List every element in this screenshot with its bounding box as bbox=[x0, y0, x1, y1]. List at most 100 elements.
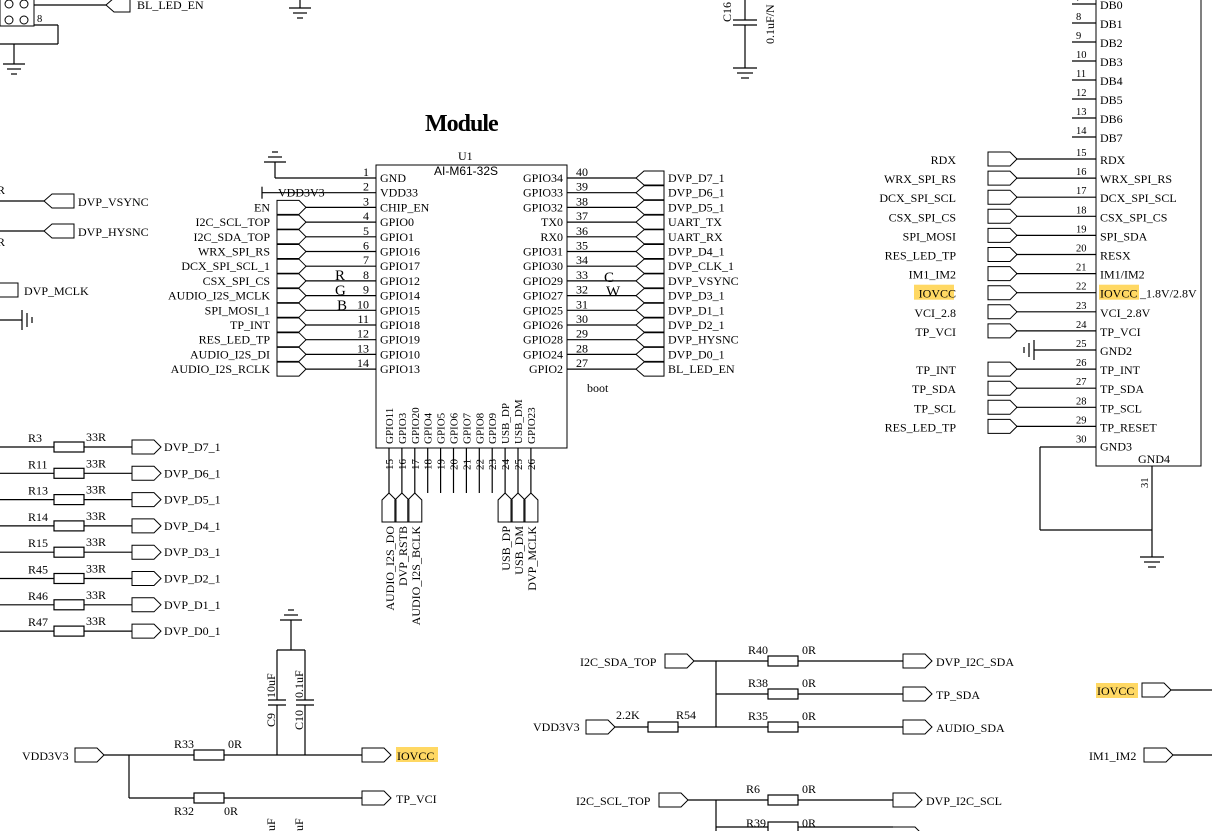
pin-name: GPIO11 bbox=[384, 408, 396, 444]
net-label: TP_SDA bbox=[936, 688, 980, 702]
net-flag bbox=[131, 439, 162, 455]
pin-name: GPIO0 bbox=[380, 215, 414, 229]
resistor-value: R bbox=[0, 235, 5, 249]
net-flag bbox=[276, 332, 307, 348]
net-flag bbox=[131, 544, 162, 560]
resistor bbox=[53, 572, 85, 585]
net-label: WRX_SPI_RS bbox=[198, 245, 270, 259]
lcd-connector: 7DB08DB19DB210DB311DB412DB513DB614DB7 15… bbox=[879, 0, 1202, 568]
pin-number: 38 bbox=[576, 194, 588, 208]
pin-number: 16 bbox=[397, 459, 409, 471]
boot-label: boot bbox=[587, 381, 609, 395]
net-flag bbox=[276, 317, 307, 333]
net-flag bbox=[131, 465, 162, 481]
net-label: DVP_D6_1 bbox=[164, 466, 221, 480]
resistor-value: R bbox=[0, 183, 5, 197]
pin-name: VCI_2.8V bbox=[1100, 306, 1151, 320]
net-flag bbox=[635, 214, 665, 230]
module-part-number: AI-M61-32S bbox=[434, 164, 498, 178]
net-flag bbox=[276, 244, 307, 259]
pin-number: 26 bbox=[1076, 358, 1087, 369]
pin-name: TX0 bbox=[541, 215, 563, 229]
pin-name: GPIO34 bbox=[523, 171, 563, 185]
highlight-mark bbox=[914, 284, 954, 300]
pin-name: GPIO1 bbox=[380, 230, 414, 244]
pin-name: GPIO8 bbox=[474, 412, 486, 444]
net-label: TP_VCI bbox=[396, 792, 437, 806]
net-flag bbox=[635, 170, 665, 186]
pin-number: 27 bbox=[576, 356, 588, 370]
net-label: DVP_D4_1 bbox=[668, 245, 725, 259]
pin-number: 20 bbox=[449, 459, 461, 471]
pin-name: DB7 bbox=[1100, 131, 1123, 145]
cw-c-label: C bbox=[604, 270, 614, 286]
net-label: VDD3V3 bbox=[533, 720, 580, 734]
power-section: VDD3V3 R33 0R IOVCC R32 0R TP_VCI 10uF 0… bbox=[22, 609, 438, 831]
capacitor-value: 10uF bbox=[264, 673, 278, 698]
pin-name: IOVCC bbox=[1100, 287, 1137, 301]
net-flag bbox=[902, 653, 933, 669]
net-label: IOVCC bbox=[919, 287, 956, 301]
net-label: I2C_SCL_TOP bbox=[576, 794, 651, 808]
net-label: SPI_MOSI_1 bbox=[205, 303, 270, 317]
right-bottom-fragment: IOVCC IM1_IM2 bbox=[1089, 682, 1212, 763]
pin-name: GPIO3 bbox=[397, 412, 409, 444]
pin-number: 29 bbox=[576, 327, 588, 341]
net-label: EN bbox=[254, 200, 270, 214]
net-flag bbox=[276, 199, 307, 215]
pin-number: 6 bbox=[363, 239, 369, 253]
resistor-value: 33R bbox=[86, 535, 106, 549]
pin-number: 21 bbox=[461, 459, 473, 470]
pin-name: GND2 bbox=[1100, 344, 1132, 358]
net-label: DVP_I2C_SCL bbox=[926, 794, 1002, 808]
net-label: VDD3V3 bbox=[278, 186, 325, 200]
net-flag bbox=[635, 185, 665, 201]
pin-number: 15 bbox=[1076, 148, 1087, 159]
pin-number: 13 bbox=[357, 341, 369, 355]
resistor-ref: R13 bbox=[28, 484, 48, 498]
net-label: AUDIO_I2S_BCLK bbox=[409, 526, 423, 626]
pin-name: GPIO23 bbox=[526, 407, 538, 444]
net-label: DVP_RSTB bbox=[396, 526, 410, 586]
net-flag bbox=[987, 170, 1018, 186]
pin-number: 24 bbox=[1076, 320, 1087, 331]
pin-number: 19 bbox=[1076, 224, 1087, 235]
resistor-ref: R14 bbox=[28, 510, 48, 524]
pin-number: 20 bbox=[1076, 244, 1087, 255]
net-flag bbox=[635, 346, 665, 362]
lcd-data-pins: 7DB08DB19DB210DB311DB412DB513DB614DB7 bbox=[1072, 0, 1123, 145]
net-label: DVP_D3_1 bbox=[164, 545, 221, 559]
net-flag bbox=[635, 229, 665, 245]
pin-name: GPIO15 bbox=[380, 303, 420, 317]
pin-name: RDX bbox=[1100, 153, 1126, 167]
pin-name: GPIO27 bbox=[523, 289, 563, 303]
pin-name: GND4 bbox=[1138, 452, 1170, 466]
net-label: AUDIO_I2S_DI bbox=[190, 347, 270, 361]
capacitor-ref: C16 bbox=[720, 2, 734, 22]
net-label: DVP_MCLK bbox=[24, 284, 89, 298]
net-flag bbox=[276, 361, 307, 377]
pin-name: USB_DM bbox=[513, 399, 525, 444]
resistor-value: 0R bbox=[802, 643, 816, 657]
pin-name: DB4 bbox=[1100, 74, 1123, 88]
resistor-ref: R38 bbox=[748, 676, 768, 690]
net-label: DVP_D0_1 bbox=[164, 624, 221, 638]
resistor bbox=[53, 467, 85, 479]
pin-name: WRX_SPI_RS bbox=[1100, 172, 1172, 186]
pin-name: GPIO9 bbox=[487, 412, 499, 444]
resistor-ref: R3 bbox=[28, 431, 42, 445]
resistor-value: 0R bbox=[802, 782, 816, 796]
resistor bbox=[767, 655, 799, 667]
net-flag bbox=[635, 302, 665, 318]
net-label: DVP_CLK_1 bbox=[668, 259, 734, 273]
net-label: DCX_SPI_SCL bbox=[879, 191, 956, 205]
net-flag bbox=[635, 199, 665, 215]
pin-name: IM1/IM2 bbox=[1100, 268, 1145, 282]
pin-number: 28 bbox=[576, 341, 588, 355]
pin-number: 14 bbox=[1076, 126, 1087, 137]
pin-name: GND bbox=[380, 171, 406, 185]
net-label: WRX_SPI_RS bbox=[884, 172, 956, 186]
net-flag bbox=[407, 492, 423, 523]
